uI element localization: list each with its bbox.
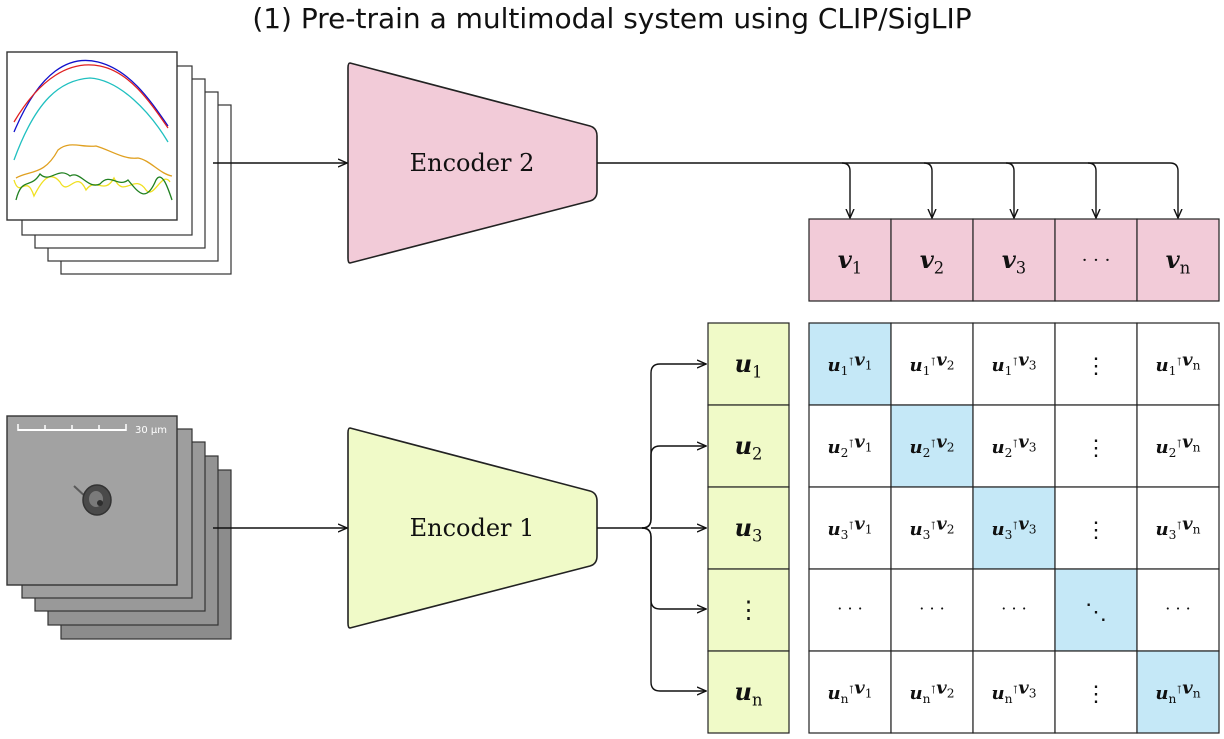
similarity-matrix: u1⊺v1 u1⊺v2 u1⊺v3 ⋮ u1⊺vn u2⊺v1 u2⊺v2 u2⊺v3 ⋮ u2⊺…: [808, 322, 1220, 734]
v-label: v2: [920, 245, 944, 277]
similarity-entry: u3⊺vn: [1155, 514, 1200, 542]
matrix-cell: u2⊺vn: [1136, 404, 1220, 488]
matrix-cell: ⋮: [1054, 650, 1138, 734]
diagonal-dots: ⋱: [1085, 600, 1107, 625]
similarity-entry: u3⊺v2: [910, 514, 955, 542]
column-dots: ⋮: [1085, 354, 1107, 379]
v-ellipsis: · · ·: [1082, 250, 1111, 271]
spectra-curves: [13, 59, 173, 201]
u-cell: un: [707, 650, 790, 734]
encoder-2-block: [347, 62, 598, 264]
row-dots: · · ·: [837, 599, 862, 618]
similarity-entry: u2⊺v1: [828, 432, 873, 460]
u-label: u3: [735, 513, 763, 545]
spectrum-curve: [13, 176, 171, 198]
similarity-entry: u2⊺v3: [992, 432, 1037, 460]
v-label: vn: [1166, 245, 1191, 277]
u-ellipsis: ⋮: [737, 596, 761, 624]
matrix-cell: u1⊺vn: [1136, 322, 1220, 406]
matrix-cell: · · ·: [890, 568, 974, 652]
matrix-cell: un⊺v1: [808, 650, 892, 734]
v-cell: v1: [808, 218, 892, 302]
spectrum-curve: [15, 172, 173, 201]
similarity-entry: u2⊺v2: [910, 432, 955, 460]
v-cell: vn: [1136, 218, 1220, 302]
matrix-cell: u3⊺v2: [890, 486, 974, 570]
matrix-cell: · · ·: [1136, 568, 1220, 652]
v-embedding-vector: v1 v2 v3 · · · vn: [808, 218, 1220, 302]
similarity-entry: un⊺v2: [909, 678, 954, 706]
similarity-entry: u1⊺vn: [1155, 350, 1200, 378]
u-cell: ⋮: [707, 568, 790, 652]
column-dots: ⋮: [1085, 518, 1107, 543]
matrix-cell: ⋮: [1054, 404, 1138, 488]
u-fanout-arrows: [597, 364, 706, 691]
matrix-cell: un⊺v3: [972, 650, 1056, 734]
encoder-1-block: [347, 427, 598, 629]
column-dots: ⋮: [1085, 436, 1107, 461]
u-cell: u3: [707, 486, 790, 570]
matrix-cell: u1⊺v1: [808, 322, 892, 406]
row-dots: · · ·: [919, 599, 944, 618]
spectrum-curve: [13, 64, 169, 129]
similarity-entry: un⊺v3: [991, 678, 1036, 706]
spectra-stack: [6, 51, 232, 275]
row-dots: · · ·: [1165, 599, 1190, 618]
similarity-entry: u3⊺v3: [992, 514, 1037, 542]
spectrum-curve: [13, 77, 169, 161]
spectrum-curve: [15, 144, 173, 179]
encoder-2-label: Encoder 2: [410, 149, 535, 177]
u-cell: u2: [707, 404, 790, 488]
encoder-1-label: Encoder 1: [410, 514, 535, 542]
page-title: (1) Pre-train a multimodal system using …: [252, 2, 972, 35]
u-label: u1: [735, 349, 763, 381]
similarity-entry: un⊺vn: [1155, 678, 1200, 706]
matrix-cell: u2⊺v3: [972, 404, 1056, 488]
u-label: u2: [735, 431, 763, 463]
v-label: v3: [1002, 245, 1026, 277]
matrix-cell: u2⊺v2: [890, 404, 974, 488]
v-fanout-arrows: [597, 162, 1178, 218]
column-dots: ⋮: [1085, 682, 1107, 707]
matrix-cell: u3⊺vn: [1136, 486, 1220, 570]
matrix-cell: un⊺v2: [890, 650, 974, 734]
v-label: v1: [838, 245, 862, 277]
similarity-entry: u3⊺v1: [828, 514, 873, 542]
matrix-cell: · · ·: [808, 568, 892, 652]
v-cell: · · ·: [1054, 218, 1138, 302]
matrix-cell: u1⊺v3: [972, 322, 1056, 406]
matrix-cell: u2⊺v1: [808, 404, 892, 488]
matrix-cell: ⋱: [1054, 568, 1138, 652]
cell-blob: [73, 484, 112, 516]
similarity-entry: u1⊺v3: [992, 350, 1037, 378]
matrix-cell: u1⊺v2: [890, 322, 974, 406]
row-dots: · · ·: [1001, 599, 1026, 618]
microscopy-image-stack: 30 µm: [6, 415, 232, 640]
v-cell: v2: [890, 218, 974, 302]
u-cell: u1: [707, 322, 790, 406]
similarity-entry: un⊺v1: [827, 678, 872, 706]
similarity-entry: u2⊺vn: [1155, 432, 1200, 460]
u-embedding-vector: u1 u2 u3 ⋮ un: [707, 322, 790, 734]
matrix-cell: u3⊺v1: [808, 486, 892, 570]
matrix-cell: · · ·: [972, 568, 1056, 652]
similarity-entry: u1⊺v1: [828, 350, 873, 378]
u-label: un: [735, 677, 763, 709]
scale-bar: [17, 424, 127, 431]
matrix-cell: un⊺vn: [1136, 650, 1220, 734]
scale-bar-label: 30 µm: [135, 425, 167, 436]
matrix-cell: ⋮: [1054, 486, 1138, 570]
matrix-cell: u3⊺v3: [972, 486, 1056, 570]
v-cell: v3: [972, 218, 1056, 302]
matrix-cell: ⋮: [1054, 322, 1138, 406]
similarity-entry: u1⊺v2: [910, 350, 955, 378]
